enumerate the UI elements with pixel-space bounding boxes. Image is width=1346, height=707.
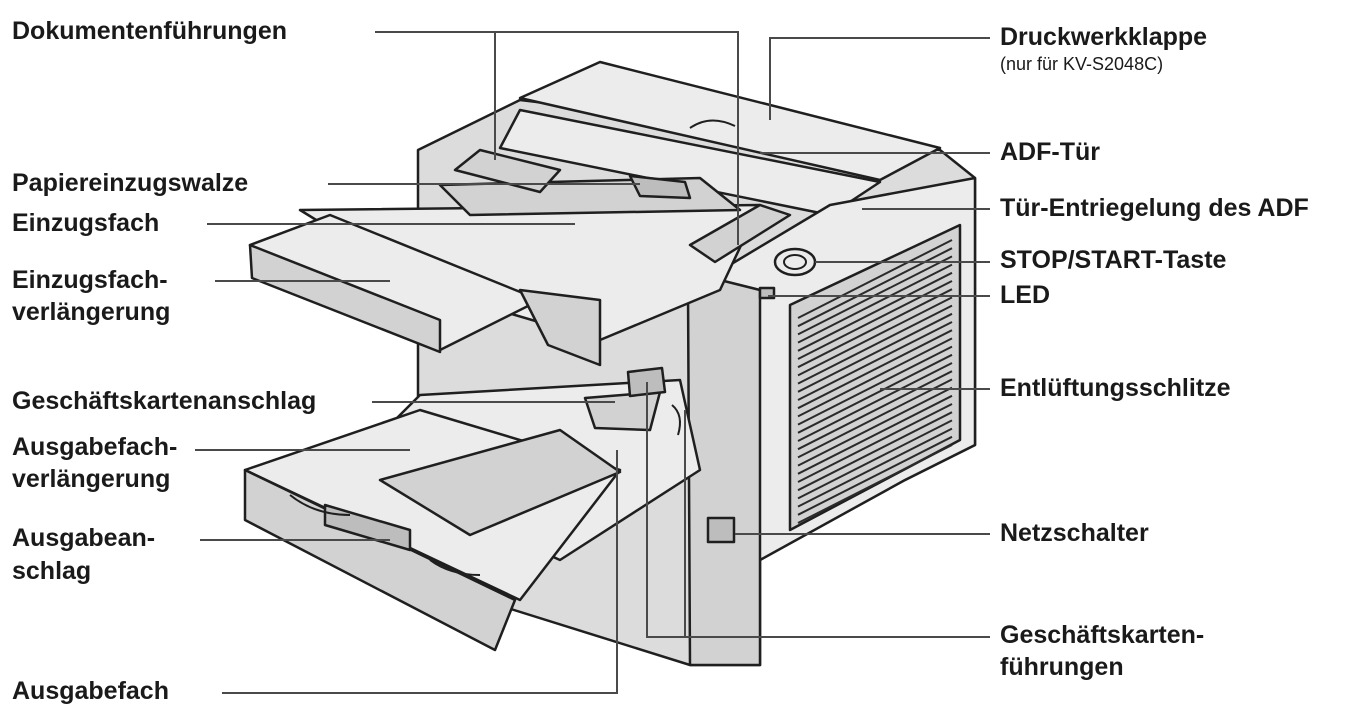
vent-slit (797, 353, 953, 434)
output-stopper (323, 503, 412, 552)
vent-slit (797, 271, 953, 352)
led-indicator (758, 286, 776, 300)
vent-slit (797, 288, 953, 369)
leader-druckwerkklappe (769, 37, 990, 120)
power-switch[interactable] (706, 516, 736, 544)
label-druckwerkklappe: Druckwerkklappe (1000, 23, 1208, 51)
vent-slit (797, 362, 953, 442)
vent-slit (797, 329, 953, 410)
leader-lines (195, 31, 990, 694)
label-ausgabeanschlag-1: Ausgabean- (12, 524, 156, 552)
label-netzschalter: Netzschalter (1000, 519, 1149, 547)
label-einzugsfach-verlaengerung-2: verlängerung (12, 298, 171, 326)
vent-slit (797, 337, 953, 418)
label-geschaeftskartenfuehrungen-2: führungen (1000, 653, 1124, 681)
label-geschaeftskartenanschlag: Geschäftskartenanschlag (12, 387, 317, 415)
document-guide-right (688, 203, 792, 264)
label-led: LED (1000, 281, 1050, 309)
label-geschaeftskartenfuehrungen-1: Geschäftskarten- (1000, 621, 1205, 649)
output-tray-grip (289, 494, 351, 516)
stop-start-button-ring (783, 254, 807, 270)
cover-grip (689, 119, 736, 129)
feed-tray-extension-lip (248, 243, 442, 354)
label-einzugsfach: Einzugsfach (12, 209, 160, 237)
vent-slit (797, 435, 953, 516)
vent-slit (797, 239, 953, 319)
vent-slit (797, 345, 953, 426)
label-ausgabefach: Ausgabefach (12, 677, 169, 705)
label-entlueftungsschlitze: Entlüftungsschlitze (1000, 374, 1231, 402)
vent-slits (797, 239, 953, 524)
label-einzugsfach-verlaengerung-1: Einzugsfach- (12, 266, 168, 294)
label-ausgabefach-verlaengerung-1: Ausgabefach- (12, 433, 178, 461)
vent-slit (797, 304, 953, 385)
label-tuer-entriegelung: Tür-Entriegelung des ADF (1000, 194, 1309, 222)
vent-slit (797, 370, 953, 451)
label-stop-start-taste: STOP/START-Taste (1000, 246, 1227, 274)
business-card-guide-curve (671, 404, 681, 436)
output-tray-extension-inner (378, 428, 622, 537)
label-druckwerkklappe-note: (nur für KV-S2048C) (1000, 54, 1164, 74)
stop-start-button[interactable] (773, 247, 817, 277)
vent-slit (797, 378, 953, 459)
paper-feed-roller (628, 174, 692, 200)
vent-slit (797, 386, 953, 467)
business-card-stop (583, 390, 662, 432)
vent-slit (797, 444, 953, 524)
vent-slit (797, 411, 953, 492)
vent-slit (797, 403, 953, 483)
vent-slit (797, 263, 953, 344)
vent-slit (797, 321, 953, 401)
label-ausgabefach-verlaengerung-2: verlängerung (12, 465, 171, 493)
vent-slit (797, 296, 953, 377)
vent-slit (797, 427, 953, 508)
vent-slit (797, 312, 953, 393)
vent-slit (797, 280, 953, 360)
leader-ausgabefach (222, 450, 618, 694)
output-tray-front-lip (243, 468, 517, 652)
label-papiereinzugswalze: Papiereinzugswalze (12, 169, 249, 197)
label-dokumentenfuehrungen: Dokumentenführungen (12, 17, 287, 45)
vent-slit (797, 419, 953, 500)
feed-tray-side-rail (518, 288, 602, 367)
label-ausgabeanschlag-2: schlag (12, 557, 92, 585)
leader-geschaeftskartenfuehrungen (646, 382, 990, 638)
vent-slit (797, 394, 953, 475)
output-tray-grip-2 (429, 559, 481, 576)
label-adf-tuer: ADF-Tür (1000, 138, 1100, 166)
